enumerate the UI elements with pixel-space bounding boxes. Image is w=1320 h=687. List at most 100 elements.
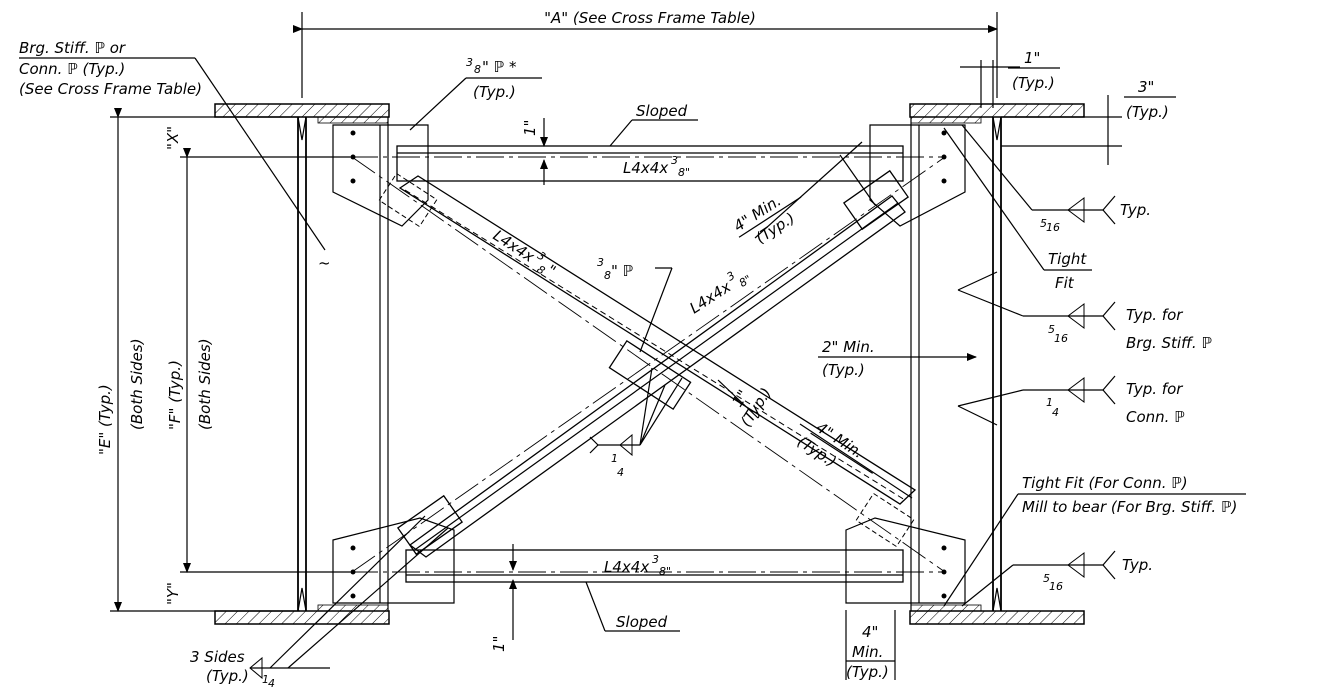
dim-a-label: "A" (See Cross Frame Table) [544,9,756,27]
weld-516b-typ: Typ. [1122,556,1153,574]
weld-brg-tail-1 [1102,301,1116,317]
top-strut-dim: 1" [521,118,548,185]
top-angle-num: 3 [671,154,678,167]
weld-conn-num: 1 [1046,396,1053,409]
one-inch-diag-1: 1" [728,387,752,411]
bolt [941,130,947,136]
weld-center-tail-2 [589,444,599,454]
diag-2-bottom-end [396,494,464,556]
weld-center: 1 4 [589,367,683,479]
right-top-dims: 1" (Typ.) 3" (Typ.) [960,49,1176,165]
dim-f-label: "F" (Typ.) [166,360,184,430]
four-min-top-underline [738,196,802,238]
weld-conn-typ: Typ. for [1126,380,1183,398]
dim-f-sub: (Both Sides) [196,338,214,430]
top-angle-den: 8" [678,166,690,179]
three-sides-leader-2 [287,527,449,669]
diag-1-hidden [404,189,906,501]
weld-center-arrow-1 [639,367,653,446]
right-web-bottom-fillet [992,587,1002,612]
top-angle-label: L4x4x 3 8" [623,154,690,179]
weld-516b-symbol [1067,552,1085,578]
filler-plate [608,339,692,411]
plate-38-typ: (Typ.) [473,83,516,101]
weld-516-num: 5 [1040,217,1047,230]
weld-516-bottom: 5 16 Typ. [961,550,1153,607]
sloped-bottom-leader [585,581,606,632]
diag-2-centerline [351,156,946,573]
mill-to-bear-note: Tight Fit (For Conn. ℙ) Mill to bear (Fo… [943,474,1246,607]
fit-label: Fit [1055,274,1075,292]
left-bottom-flange [214,610,390,625]
weld-brg-den: 16 [1054,332,1068,345]
four-min-top-ext [839,154,876,206]
diagonal-brace-2 [351,156,946,573]
plate-38-note: 3 8 " ℙ * (Typ.) [409,56,542,131]
dim-e-label: "E" (Typ.) [96,384,114,455]
bottom-strut-dim: 1" [490,544,517,652]
weld-conn-pl: Conn. ℙ [1126,408,1185,426]
diag-1-quote: " [543,261,559,280]
bolt [350,593,356,599]
weld-brg-tail-2 [1102,315,1116,331]
weld-516b-num: 5 [1043,572,1050,585]
mill-to-bear: Mill to bear (For Brg. Stiff. ℙ) [1022,498,1237,516]
weld-center-den: 4 [617,466,624,479]
bottom-angle-label: L4x4x 3 8" [604,553,671,578]
dims-left: "E" (Typ.) (Both Sides) "F" (Typ.) (Both… [96,108,350,612]
bolt [350,130,356,136]
four-min-top: 4" Min. (Typ.) [730,192,802,247]
right-bottom-stiff-weld [910,604,982,612]
weld-brg-typ: Typ. for [1126,306,1183,324]
four-min-mid-leader [799,423,913,499]
bolt [350,178,356,184]
left-top-gusset [332,124,429,227]
bolt [941,545,947,551]
plate-38-den: 8 [474,63,481,76]
left-bottom-gusset [332,517,455,604]
weld-conn-den: 4 [1052,406,1059,419]
right-top-gusset [869,124,966,227]
one-inch-label: 1" [1024,49,1040,67]
weld-516b-tail-2 [1102,564,1116,580]
plate-38-leader [409,77,467,131]
sloped-top-leader [609,119,633,147]
weld-conn-tail-1 [1102,375,1116,391]
dim-e-sub: (Both Sides) [128,338,146,430]
weld-conn-symbol [1067,377,1085,403]
diag-2-label: L4x4x 3 8" [686,269,754,317]
diag-2-outline [408,195,906,558]
four-min-bottom-1: 4" [862,623,878,641]
left-web-bottom-fillet [297,587,307,612]
weld-brg-stiff: Brg. Stiff. ℙ [1126,334,1212,352]
tight-fit-leader [943,127,1045,271]
weld-typ-brg: 5 16 Typ. for Brg. Stiff. ℙ [957,271,1212,352]
diag-2-leg [415,202,899,550]
three-inch-label: 3" [1138,78,1154,96]
three-inch-typ: (Typ.) [1126,103,1169,121]
right-top-flange [909,103,1085,118]
weld-516b-tail-1 [1102,550,1116,566]
weld-brg-num: 5 [1048,323,1055,336]
bottom-strut-dim-label: 1" [490,636,508,652]
weld-516-tail-1 [1102,195,1116,211]
sloped-top-note: Sloped [609,102,698,147]
one-inch-typ: (Typ.) [1012,74,1055,92]
plate-38-center-note: 3 8 " ℙ [597,256,673,353]
bottom-angle-num: 3 [652,553,659,566]
three-sides-note: 3 Sides (Typ.) 1 4 [190,515,449,687]
right-top-stiff-weld [910,116,982,124]
tight-fit-note: Tight Fit [943,127,1092,292]
weld-516-symbol [1067,197,1085,223]
weld-brg-symbol [1067,303,1085,329]
sloped-top-label: Sloped [636,102,688,120]
right-girder [845,103,1085,625]
weld-conn-leader-2 [957,405,998,426]
weld-brg-leader-2 [957,271,998,291]
weld-conn-leader-1 [957,389,1024,407]
left-top-stiff-weld [317,116,389,124]
weld-516-leader [961,124,1033,211]
two-min-typ: (Typ.) [822,361,865,379]
